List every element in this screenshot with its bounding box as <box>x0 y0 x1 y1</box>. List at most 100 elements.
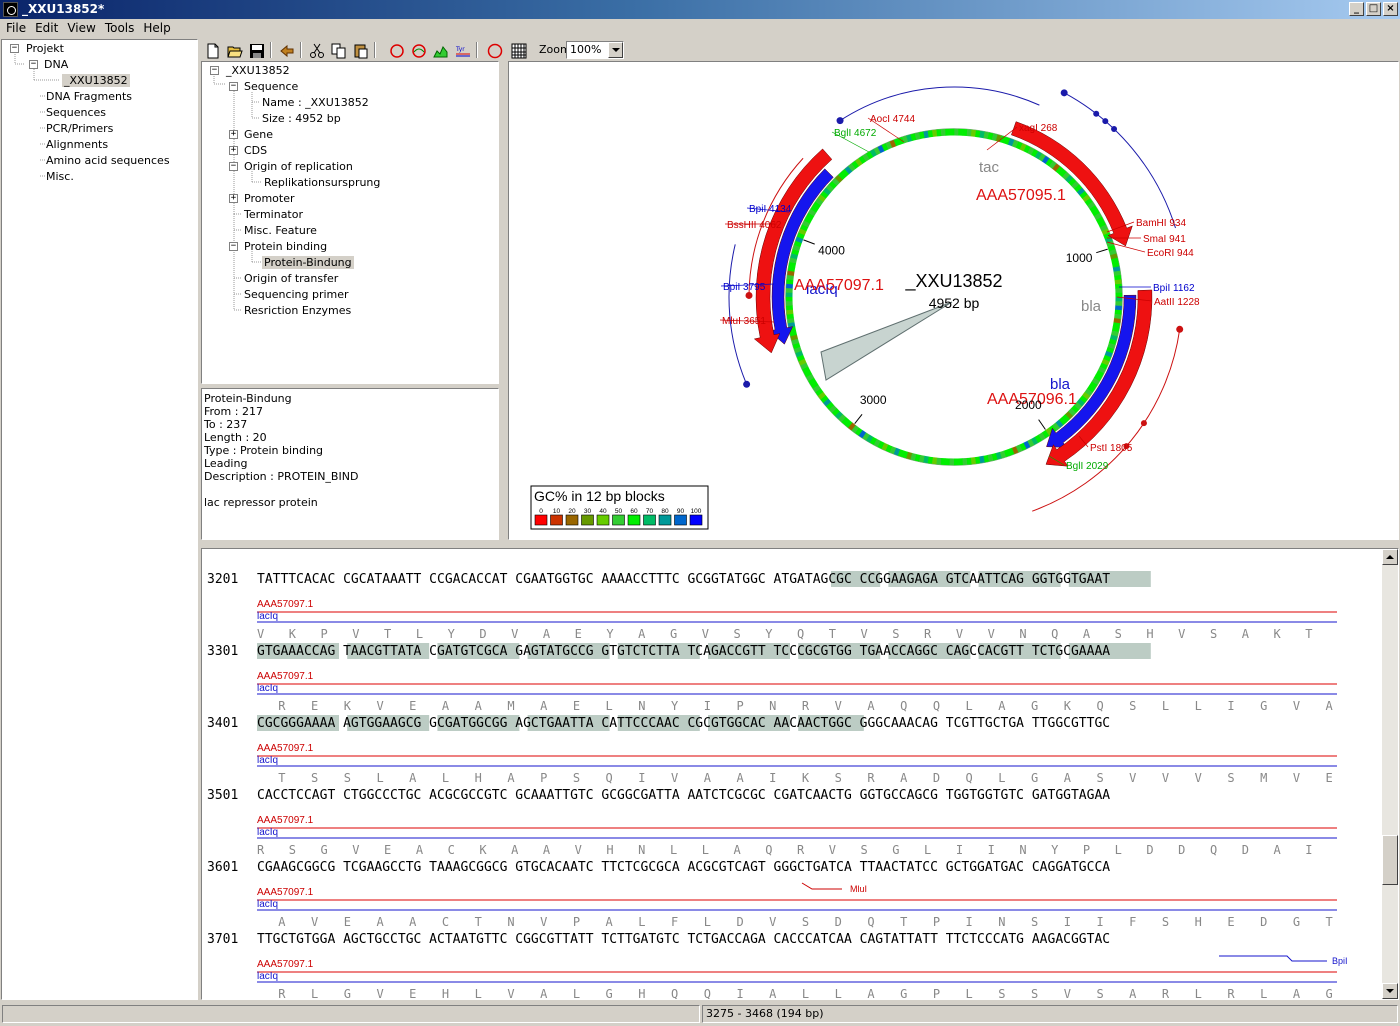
feat-seq-primer[interactable]: Sequencing primer <box>244 288 349 301</box>
app-icon[interactable] <box>3 2 18 17</box>
new-icon[interactable] <box>202 41 222 59</box>
tree-dna-xxu13852[interactable]: _XXU13852 <box>62 74 130 87</box>
sequence-row[interactable]: CGAAGCGGCG TCGAAGCCTG TAAAGCGGCG GTGCACA… <box>257 860 1110 875</box>
expand-projekt-icon[interactable]: − <box>10 43 19 53</box>
amino-acid: A <box>769 987 777 999</box>
sequence-row[interactable]: TATTTCACAC CGCATAAATT CCGACACCAT CGAATGG… <box>257 572 1110 587</box>
enzyme-label[interactable]: SmaI 941 <box>1143 234 1186 245</box>
enzyme-label[interactable]: AocI 4744 <box>870 114 915 125</box>
expand-root-icon[interactable]: − <box>210 65 219 75</box>
amino-acid: D <box>1178 843 1185 857</box>
scroll-down-icon[interactable] <box>1382 983 1398 999</box>
amino-acid: L <box>442 771 449 785</box>
enzyme-label[interactable]: BssHII 4062 <box>727 220 782 231</box>
label-aaa57096: AAA57096.1 <box>987 391 1077 408</box>
expand-protein-binding-icon[interactable]: − <box>229 241 238 251</box>
feat-misc[interactable]: Misc. Feature <box>244 224 317 237</box>
amino-acid: N <box>638 699 645 713</box>
expand-sequence-icon[interactable]: − <box>229 81 238 91</box>
legend-label: 40 <box>599 508 607 515</box>
sequence-row[interactable]: GTGAAACCAG TAACGTTATA CGATGTCGCA GAGTATG… <box>257 644 1110 659</box>
amino-acid: V <box>956 627 963 641</box>
enzyme-label[interactable]: BpiI 4134 <box>749 204 792 215</box>
tree-amino-acid-sequences[interactable]: Amino acid sequences <box>46 154 170 167</box>
minimize-button[interactable]: _ <box>1349 2 1364 16</box>
grid-icon[interactable] <box>508 41 528 59</box>
sequence-row[interactable]: TTGCTGTGGA AGCTGCCTGC ACTAATGTTC CGGCGTT… <box>257 932 1110 947</box>
feat-name[interactable]: Name : _XXU13852 <box>262 96 369 109</box>
sequence-row[interactable]: CGCGGGAAAA AGTGGAAGCG GCGATGGCGG AGCTGAA… <box>257 716 1110 731</box>
paste-icon[interactable] <box>350 41 370 59</box>
enzyme-label[interactable]: BpiI 1162 <box>1153 283 1195 294</box>
expand-promoter-icon[interactable]: + <box>229 193 238 203</box>
sequence-row[interactable]: CACCTCCAGT CTGGCCCTGC ACGCGCCGTC GCAAATT… <box>257 788 1110 803</box>
expand-ori-icon[interactable]: − <box>229 161 238 171</box>
circle-linear-icon[interactable] <box>408 41 428 59</box>
status-bar: 3275 - 3468 (194 bp) <box>0 1003 1400 1026</box>
vertical-scrollbar[interactable] <box>1382 549 1398 999</box>
zoom-select[interactable]: 100% <box>566 41 624 59</box>
feat-restriction[interactable]: Resriction Enzymes <box>244 304 352 317</box>
menu-edit[interactable]: Edit <box>35 21 59 35</box>
copy-icon[interactable] <box>328 41 348 59</box>
close-button[interactable]: × <box>1383 2 1398 16</box>
feat-protein-bindung[interactable]: Protein-Bindung <box>262 256 354 269</box>
ring-icon[interactable] <box>484 41 504 59</box>
tree-projekt[interactable]: Projekt <box>26 42 64 55</box>
scroll-thumb[interactable] <box>1382 835 1398 885</box>
feat-sequence[interactable]: Sequence <box>244 80 299 93</box>
menu-tools[interactable]: Tools <box>104 21 135 35</box>
feat-promoter[interactable]: Promoter <box>244 192 295 205</box>
undo-icon[interactable] <box>276 41 296 59</box>
cut-icon[interactable] <box>306 41 326 59</box>
enzyme-label[interactable]: xagI 268 <box>1019 123 1058 134</box>
tree-dna[interactable]: DNA <box>44 58 69 71</box>
feat-terminator[interactable]: Terminator <box>244 208 303 221</box>
enzyme-label[interactable]: PstI 1805 <box>1090 443 1133 454</box>
maximize-button[interactable]: □ <box>1366 2 1381 16</box>
expand-gene-icon[interactable]: + <box>229 129 238 139</box>
menu-file[interactable]: File <box>6 21 27 35</box>
amino-acid: H <box>638 987 645 999</box>
feat-cds[interactable]: CDS <box>244 144 268 157</box>
expand-dna-icon[interactable]: − <box>29 59 38 69</box>
open-icon[interactable] <box>224 41 244 59</box>
enzyme-label[interactable]: AatII 1228 <box>1154 297 1200 308</box>
translate-icon[interactable]: Tyr <box>452 41 472 59</box>
tree-sequences[interactable]: Sequences <box>46 106 106 119</box>
enzyme-label[interactable]: BglI 4672 <box>834 128 877 139</box>
feat-root[interactable]: _XXU13852 <box>226 64 290 77</box>
feat-ori-child[interactable]: Replikationsursprung <box>264 176 381 189</box>
menu-view[interactable]: View <box>67 21 96 35</box>
feat-protein-binding[interactable]: Protein binding <box>244 240 328 253</box>
enzyme-label[interactable]: EcoRI 944 <box>1147 248 1194 259</box>
feat-ori[interactable]: Origin of replication <box>244 160 353 173</box>
enzyme-label[interactable]: BamHI 934 <box>1136 218 1186 229</box>
feat-gene[interactable]: Gene <box>244 128 274 141</box>
save-icon[interactable] <box>246 41 266 59</box>
chevron-down-icon[interactable] <box>608 42 623 58</box>
enzyme-label[interactable]: MluI 3651 <box>722 316 766 327</box>
tree-pcr-primers[interactable]: PCR/Primers <box>46 122 114 135</box>
tree-misc[interactable]: Misc. <box>46 170 74 183</box>
legend-label: 90 <box>677 508 685 515</box>
feat-size[interactable]: Size : 4952 bp <box>262 112 341 125</box>
amino-acid: K <box>802 771 810 785</box>
graph-icon[interactable] <box>430 41 450 59</box>
enzyme-label[interactable]: BpiI 3795 <box>723 282 766 293</box>
scroll-up-icon[interactable] <box>1382 549 1398 565</box>
enzyme-label[interactable]: BglI 2029 <box>1066 461 1109 472</box>
circle-map-icon[interactable] <box>386 41 406 59</box>
info-line: Length : 20 <box>204 431 267 444</box>
menu-help[interactable]: Help <box>143 21 171 35</box>
amino-acid: S <box>998 987 1005 999</box>
tree-alignments[interactable]: Alignments <box>46 138 109 151</box>
tree-dna-fragments[interactable]: DNA Fragments <box>46 90 132 103</box>
expand-cds-icon[interactable]: + <box>229 145 238 155</box>
feat-ori-transfer[interactable]: Origin of transfer <box>244 272 339 285</box>
selection-highlight <box>527 715 610 731</box>
